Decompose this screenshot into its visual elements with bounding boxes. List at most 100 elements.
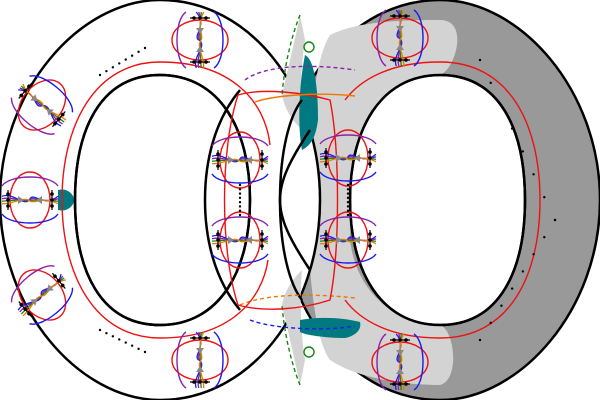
braid-vertex [260, 238, 264, 242]
ellipsis-dot [532, 253, 535, 256]
braid-vertex [260, 158, 264, 162]
braid-vertex [324, 150, 328, 154]
ellipsis-dot [238, 183, 242, 187]
braid-vertex [57, 279, 61, 283]
braid-vertex [216, 244, 220, 248]
braid-vertex [19, 93, 24, 98]
braid-vertex [23, 307, 27, 311]
braid-twist-strand [22, 279, 66, 317]
ellipsis-dot [98, 328, 102, 332]
braid-vertex [392, 338, 396, 342]
green-circle-top [303, 41, 315, 53]
braid-vertex [260, 244, 264, 248]
braid-vertex [6, 192, 10, 196]
braid-lens-lower [211, 211, 269, 269]
braid-cusp-bottom [396, 44, 404, 50]
ellipsis-dot [346, 205, 350, 208]
braid-blue-strand [319, 253, 377, 264]
braid-cusp-bottom [196, 366, 204, 372]
braid-cusp-top [196, 28, 204, 34]
ellipsis-dot [137, 50, 140, 54]
braid-purple-strand [176, 11, 187, 69]
braid-vertex [53, 274, 57, 279]
braid-vertex [216, 158, 220, 162]
ellipsis-dot [105, 331, 108, 335]
braid-blue-strand [211, 173, 269, 184]
teal-region-top [299, 55, 318, 150]
ellipsis-group [98, 46, 557, 354]
braid-vertex [368, 238, 372, 242]
ellipsis-dot [238, 192, 242, 195]
ellipsis-dot [137, 347, 140, 351]
braid-vertex [368, 162, 372, 166]
ellipsis-top-left [98, 46, 147, 77]
braid-cusp-bottom [46, 108, 54, 116]
right-outer-left-arc-bottom [278, 199, 303, 301]
ellipsis-dot [553, 218, 557, 222]
braid-vertex [50, 204, 54, 208]
braid-purple-strand [319, 134, 377, 145]
braid-vertex [192, 380, 196, 384]
dashed-orange-bottom [239, 294, 356, 306]
orange-arc-top [254, 93, 356, 103]
braid-purple-strand [376, 9, 387, 67]
braid-vertex [192, 16, 196, 20]
braid-vertex [19, 302, 24, 307]
braid-vertex [198, 380, 202, 384]
braid-twist-strand [211, 158, 269, 165]
braid-vertex [260, 232, 264, 236]
braid-vertex [368, 150, 372, 154]
braid-vertex [398, 58, 402, 62]
braid-cusp-top [30, 94, 38, 102]
braid-twist-strand [319, 156, 377, 163]
braid-vertex [260, 152, 264, 156]
dashed-blue-bottom [249, 319, 356, 330]
ellipsis-dot [118, 338, 121, 341]
ellipsis-dot [130, 54, 134, 57]
braid-twist-strand [1, 198, 59, 205]
ellipsis-dot [238, 196, 242, 200]
braid-lens-upper [211, 131, 269, 189]
right-outer-left-arc [278, 99, 303, 201]
braid-cusp-bottom [228, 236, 234, 244]
braid-purple-strand [1, 176, 59, 187]
ellipsis-dot [521, 270, 525, 273]
braid-vertex [216, 164, 220, 168]
right-red-loop [344, 61, 541, 339]
braid-cusp-top [246, 236, 252, 244]
braid-twist-strand [398, 333, 405, 391]
braid-blue-strand [29, 75, 74, 113]
braid-vertex [392, 382, 396, 386]
dashed-green-top [281, 14, 301, 96]
ellipsis-dot [238, 213, 242, 217]
braid-vertex [204, 60, 208, 64]
braid-vertex [57, 117, 61, 121]
braid-cusp-top [246, 156, 252, 164]
ellipsis-right-inner [346, 183, 350, 217]
braid-twist-strand [319, 238, 377, 245]
braid-purple-strand [176, 331, 187, 389]
braid-vertex [398, 382, 402, 386]
braid-cusp-bottom [336, 236, 342, 244]
braid-vertex [198, 336, 202, 340]
ellipsis-dot [143, 350, 147, 354]
braid-vertex [368, 232, 372, 236]
braid-vertex [398, 14, 402, 18]
ellipsis-dot [124, 341, 127, 344]
ellipsis-dot [238, 205, 242, 208]
braid-right-bottom [371, 333, 429, 391]
ellipsis-dot [346, 192, 350, 195]
green-circle-bottom [303, 346, 315, 358]
ellipsis-dot [111, 335, 115, 338]
braid-purple-strand [10, 265, 55, 303]
hidden-arcs [239, 14, 356, 386]
braid-purple-strand [319, 216, 377, 227]
braid-twist-strand [198, 331, 205, 389]
braid-vertex [23, 89, 27, 93]
braid-vertex [404, 338, 408, 342]
ellipsis-dot [346, 209, 350, 212]
braid-vertex [50, 198, 54, 202]
braid-vertex [216, 152, 220, 156]
